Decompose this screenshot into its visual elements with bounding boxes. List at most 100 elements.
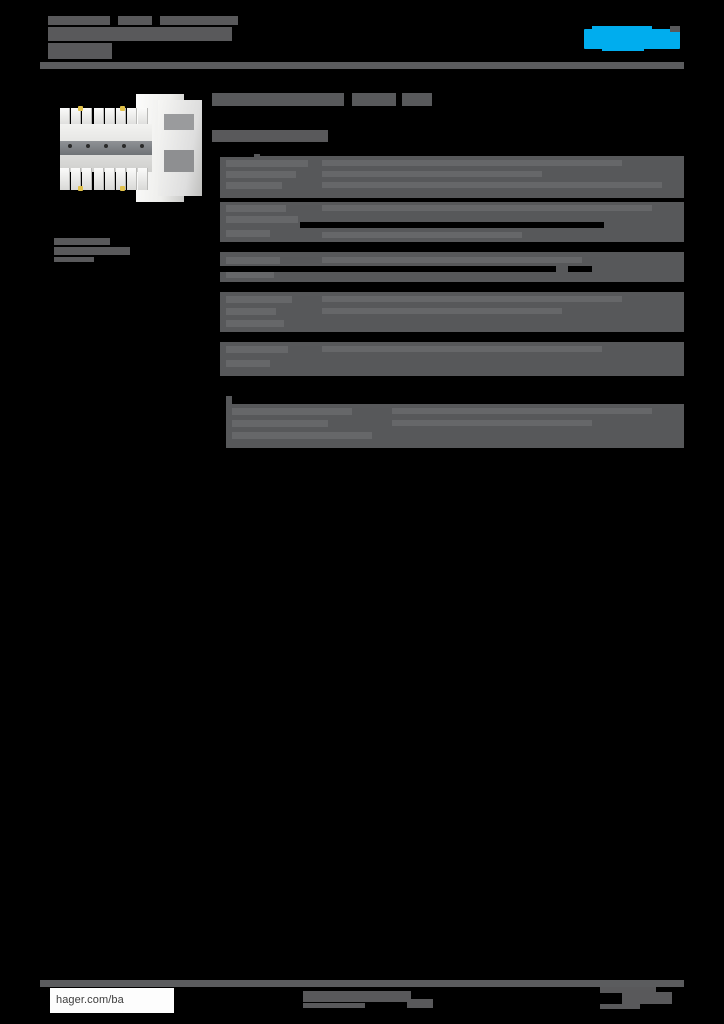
pole-tooth: [82, 108, 93, 128]
product-image: [54, 86, 206, 212]
footer-right-seg-3: [600, 1004, 640, 1009]
table-cell-text: [232, 420, 328, 427]
row-gap: [212, 340, 220, 376]
footer-divider: [40, 980, 684, 987]
table-cell-text: [322, 296, 622, 302]
hager-logo: [584, 26, 680, 52]
title-line-2: [118, 16, 152, 25]
table-cell-text: [226, 257, 280, 264]
footer-right-seg-1: [600, 987, 656, 993]
table-cell-text: [226, 160, 308, 167]
table-cell-text: [322, 205, 652, 211]
product-reference-block: [54, 238, 154, 262]
row-gap: [212, 340, 684, 342]
table-row: [212, 252, 684, 282]
table-cell-text: [226, 216, 298, 223]
table-row: [212, 396, 684, 448]
row-gap: [260, 154, 684, 156]
row-gap: [212, 200, 220, 242]
header-divider: [40, 62, 684, 69]
status-indicator-icon: [140, 144, 144, 148]
pole-tooth: [60, 168, 70, 190]
pole-tooth: [93, 108, 104, 128]
footer-page-number: [600, 987, 672, 1009]
table-row: [212, 340, 684, 376]
footer-center-seg-3: [407, 999, 433, 1008]
table-cell-text: [226, 182, 282, 189]
table-cell-text: [322, 308, 562, 314]
row-gap: [212, 154, 220, 198]
pole-tooth: [116, 108, 126, 128]
table-cell-text: [322, 232, 522, 238]
table-cell-text: [392, 420, 592, 426]
reference-line-3: [54, 257, 94, 262]
title-line-1: [48, 16, 110, 25]
table-cell-text: [226, 360, 270, 367]
row-gap: [220, 154, 254, 157]
table-cell-text: [322, 346, 602, 352]
table-cell-text: [226, 320, 284, 327]
status-indicator-icon: [86, 144, 90, 148]
row-gap: [300, 222, 604, 228]
pole-tooth: [127, 108, 138, 128]
heading-segment-3: [402, 93, 432, 106]
table-cell-text: [322, 171, 542, 177]
row-gap: [212, 266, 556, 272]
subheading-segment-1: [212, 130, 328, 142]
page-title: [48, 16, 260, 60]
table-cell-text: [226, 230, 270, 237]
table-cell-text: [232, 408, 352, 415]
pole-row-top: [60, 108, 152, 128]
status-indicator-icon: [68, 144, 72, 148]
row-gap: [232, 396, 684, 404]
title-line-4: [48, 27, 232, 41]
row-gap: [212, 290, 220, 332]
footer-url-box[interactable]: hager.com/ba: [50, 988, 174, 1013]
pole-tooth: [138, 168, 149, 190]
page-header: [0, 0, 724, 72]
status-indicator-icon: [122, 144, 126, 148]
row-gap: [212, 290, 684, 292]
heading-segment-2: [352, 93, 396, 106]
title-line-5: [48, 43, 112, 59]
footer-center-seg-2: [303, 1003, 365, 1008]
table-cell-text: [226, 272, 274, 278]
terminal-screw-icon: [78, 106, 83, 111]
table-cell-text: [226, 296, 292, 303]
footer-url-text: hager.com/ba: [56, 994, 124, 1006]
row-gap: [212, 396, 226, 448]
heading-segment-1: [212, 93, 344, 106]
row-gap: [212, 200, 684, 202]
status-indicator-icon: [104, 144, 108, 148]
table-cell-text: [232, 432, 372, 439]
pole-tooth: [104, 108, 115, 128]
pole-tooth: [60, 108, 70, 128]
title-line-3: [160, 16, 238, 25]
table-row: [212, 200, 684, 242]
table-cell-text: [322, 257, 582, 263]
table-cell-text: [322, 182, 662, 188]
table-cell-text: [226, 171, 296, 178]
pole-tooth: [138, 108, 149, 128]
row-gap: [568, 266, 592, 272]
pole-tooth: [82, 168, 93, 190]
pole-tooth: [71, 108, 82, 128]
table-cell-text: [226, 346, 288, 353]
table-cell-text: [322, 160, 622, 166]
subsection-heading: [212, 130, 328, 142]
pole-tooth: [127, 168, 138, 190]
table-cell-text: [226, 308, 276, 315]
pole-tooth: [93, 168, 104, 190]
pole-tooth: [104, 168, 115, 190]
terminal-screw-icon: [78, 186, 83, 191]
pole-tooth: [116, 168, 126, 190]
footer-right-seg-2: [622, 992, 672, 1004]
reference-line-1: [54, 238, 110, 245]
footer-center-seg-1: [303, 991, 411, 1002]
table-cell-text: [226, 205, 286, 212]
table-row: [212, 290, 684, 332]
reference-line-2: [54, 247, 130, 255]
section-heading: [212, 93, 432, 106]
table-row: [212, 154, 684, 198]
